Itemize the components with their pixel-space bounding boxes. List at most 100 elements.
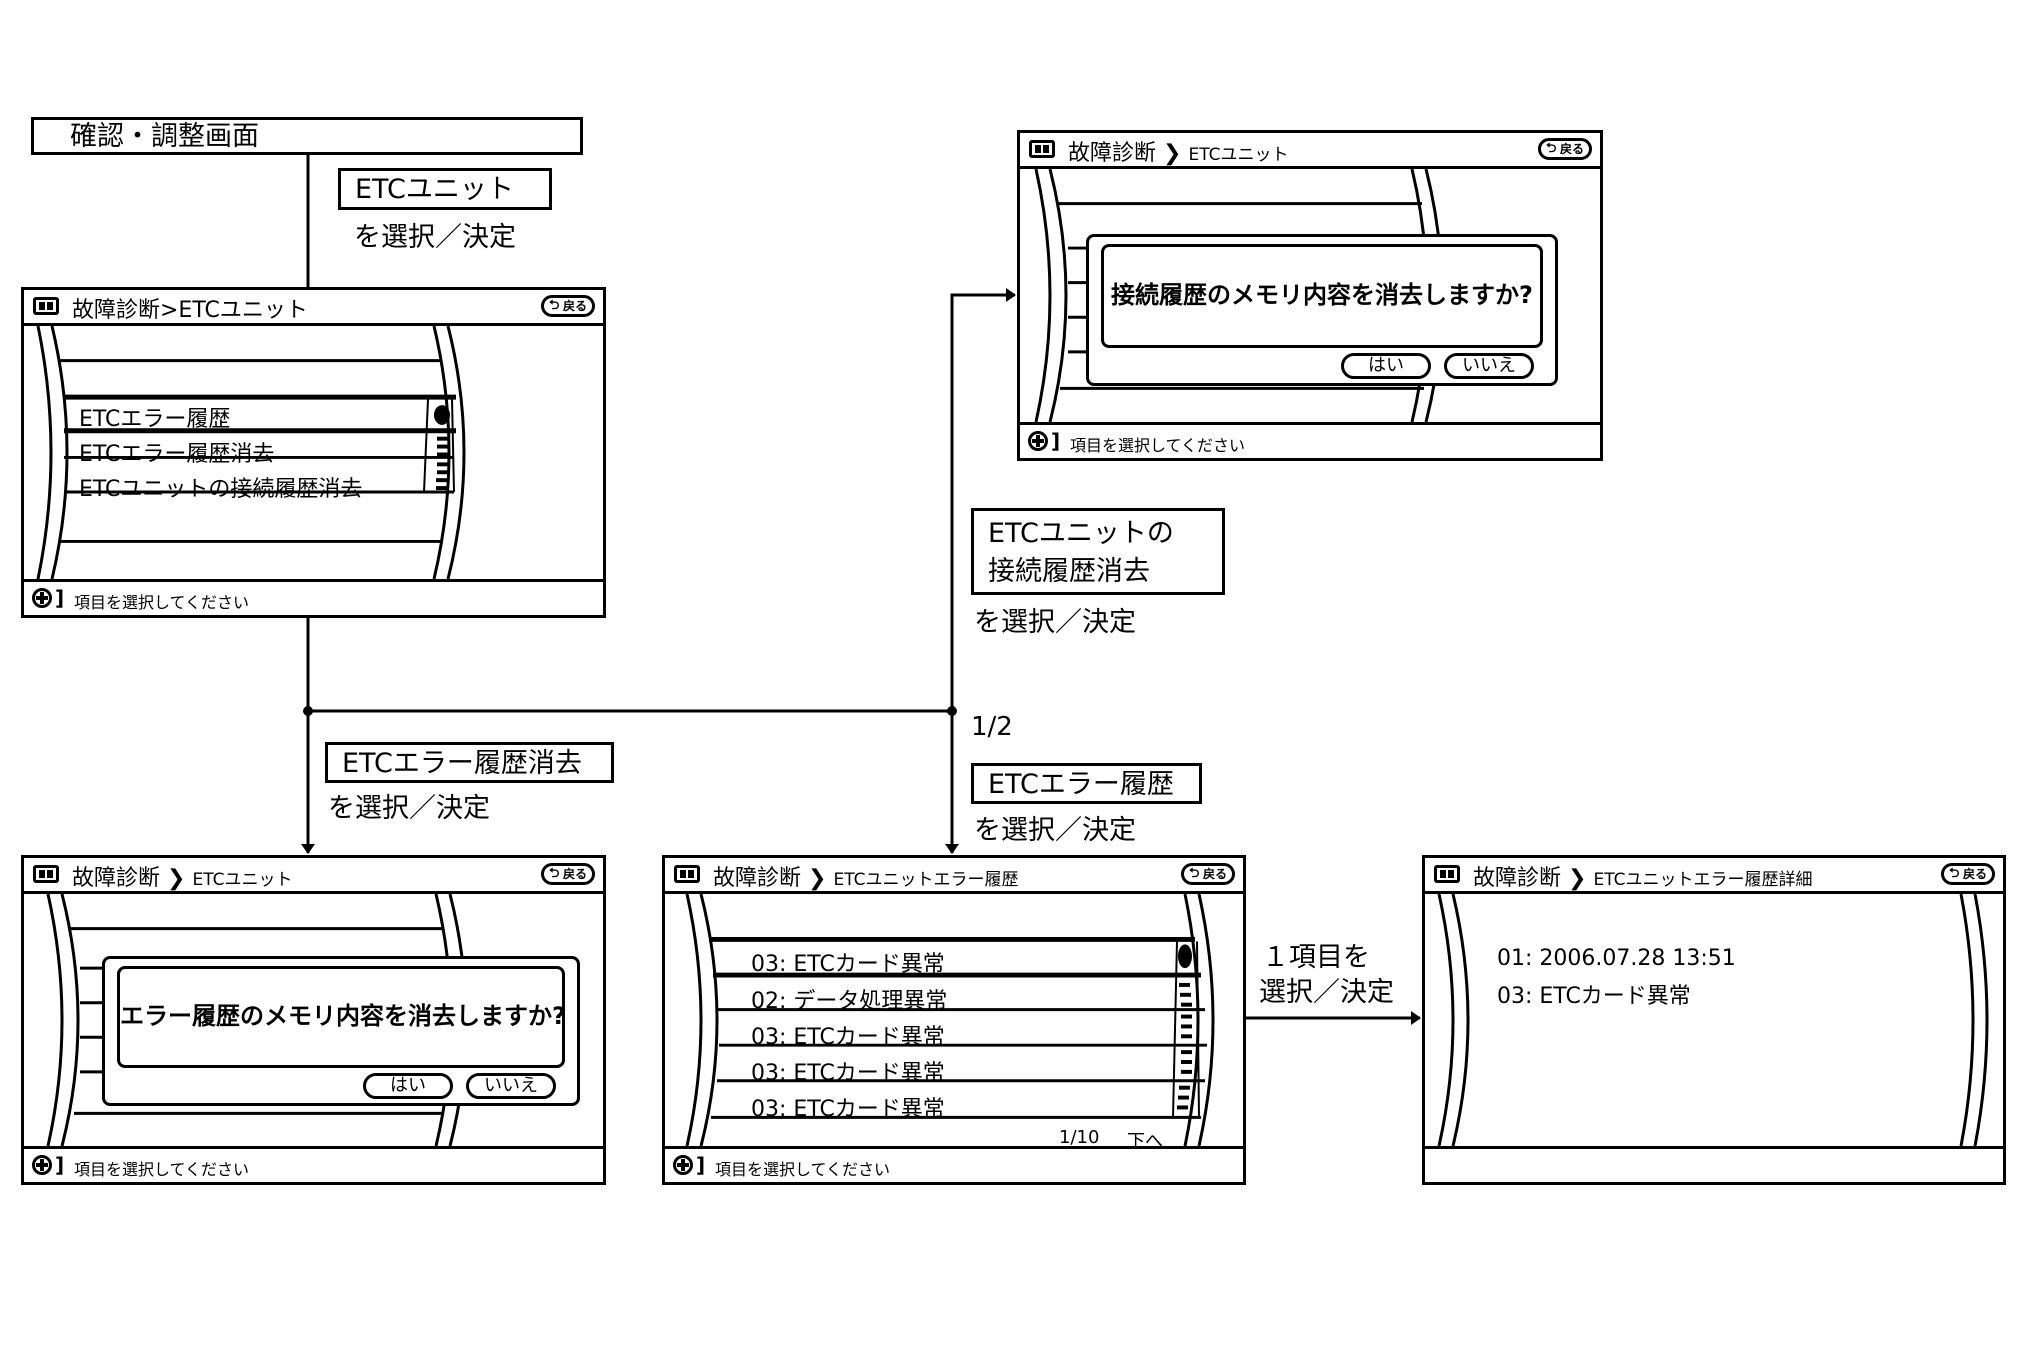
info-icon: [33, 297, 59, 315]
back-button[interactable]: ⮌戻る: [541, 295, 595, 317]
yes-button[interactable]: はい: [363, 1073, 453, 1099]
title-prefix: 故障診断: [1068, 141, 1157, 166]
back-label: 戻る: [562, 299, 587, 313]
back-button[interactable]: ⮌戻る: [1181, 863, 1235, 885]
confirm-dialog: エラー履歴のメモリ内容を消去しますか? はい いいえ: [102, 956, 580, 1106]
no-button[interactable]: いいえ: [466, 1073, 556, 1099]
curved-frame: [1437, 894, 1989, 1146]
detail-timestamp: 01: 2006.07.28 13:51: [1497, 946, 1736, 971]
screen-footer: ] 項目を選択してください: [24, 579, 603, 615]
chevron-right-icon: ❯: [1163, 141, 1182, 166]
step-etc-unit-label: ETCユニット: [338, 168, 552, 210]
step-one-item-line2: 選択／決定: [1259, 977, 1394, 1008]
history-row[interactable]: 03: ETCカード異常: [751, 952, 945, 977]
step-error-history-text: ETCエラー履歴: [988, 769, 1174, 800]
step-clear-connection-label: ETCユニットの 接続履歴消去: [971, 508, 1225, 595]
joystick-icon: [32, 588, 52, 608]
back-button[interactable]: ⮌戻る: [1941, 863, 1995, 885]
footer-hint: 項目を選択してください: [715, 1160, 891, 1179]
menu-item-clear-connection-history[interactable]: ETCユニットの接続履歴消去: [79, 477, 363, 502]
step-clear-connection-line1: ETCユニットの: [988, 518, 1174, 549]
root-screen-label-text: 確認・調整画面: [70, 121, 259, 152]
title-crumb: ETCユニット: [1188, 145, 1289, 165]
screen-etc-unit-menu: 故障診断>ETCユニット ⮌戻る ETCエラー履歴 ETCエラー履歴消去: [21, 287, 606, 618]
footer-hint: 項目を選択してください: [74, 593, 250, 612]
back-button[interactable]: ⮌戻る: [1538, 138, 1592, 160]
return-arrow-icon: ⮌: [1546, 141, 1557, 156]
page-fraction-label: 1/2: [971, 712, 1013, 742]
step-one-item-line1: １項目を: [1262, 942, 1370, 973]
bracket-icon: ]: [55, 586, 65, 610]
screen-title: 故障診断 ❯ ETCユニット: [72, 860, 292, 892]
history-row[interactable]: 03: ETCカード異常: [751, 1061, 945, 1086]
screen-body: エラー履歴のメモリ内容を消去しますか? はい いいえ: [24, 894, 603, 1146]
history-row[interactable]: 02: データ処理異常: [751, 989, 948, 1014]
junction-dot-right: [947, 706, 957, 716]
back-button[interactable]: ⮌戻る: [541, 863, 595, 885]
confirm-message: エラー履歴のメモリ内容を消去しますか?: [120, 1002, 566, 1030]
info-icon: [33, 865, 59, 883]
page-indicator: 1/10: [1059, 1127, 1100, 1148]
screen-header: 故障診断 ❯ ETCユニット ⮌戻る: [24, 858, 603, 894]
footer-hint: 項目を選択してください: [1070, 436, 1246, 455]
connector-to-confirm-connection: [950, 288, 1016, 711]
screen-confirm-clear-error: 故障診断 ❯ ETCユニット ⮌戻る エラー履歴のメモリ内容を消去しますか? は…: [21, 855, 606, 1185]
screen-title: 故障診断>ETCユニット: [72, 298, 308, 323]
step-error-history-action: を選択／決定: [974, 815, 1136, 846]
title-prefix: 故障診断: [72, 866, 161, 891]
step-error-history-label: ETCエラー履歴: [971, 763, 1202, 804]
return-arrow-icon: ⮌: [549, 298, 560, 313]
step-clear-error-text: ETCエラー履歴消去: [342, 748, 582, 779]
screen-footer: ] 項目を選択してください: [665, 1146, 1243, 1182]
title-crumb: ETCユニット: [192, 870, 293, 890]
curved-frame: [36, 326, 466, 579]
bracket-icon: ]: [1051, 429, 1061, 453]
back-label: 戻る: [562, 867, 587, 881]
return-arrow-icon: ⮌: [549, 866, 560, 881]
yes-button[interactable]: はい: [1341, 353, 1431, 379]
back-label: 戻る: [1559, 142, 1584, 156]
curved-frame: [685, 894, 1215, 1146]
bracket-icon: ]: [55, 1153, 65, 1177]
screen-error-history: 故障診断 ❯ ETCユニットエラー履歴 ⮌戻る 03: ET: [662, 855, 1246, 1185]
screen-footer: [1425, 1146, 2003, 1182]
confirm-message-box: 接続履歴のメモリ内容を消去しますか?: [1101, 244, 1543, 348]
screen-header: 故障診断 ❯ ETCユニットエラー履歴詳細 ⮌戻る: [1425, 858, 2003, 894]
screen-footer: ] 項目を選択してください: [24, 1146, 603, 1182]
chevron-right-icon: ❯: [808, 866, 827, 891]
screen-title: 故障診断 ❯ ETCユニットエラー履歴詳細: [1473, 860, 1812, 892]
menu-item-error-history[interactable]: ETCエラー履歴: [79, 407, 231, 432]
joystick-icon: [32, 1155, 52, 1175]
screen-header: 故障診断 ❯ ETCユニット ⮌戻る: [1020, 133, 1600, 169]
step-clear-error-label: ETCエラー履歴消去: [325, 742, 614, 783]
joystick-icon: [1028, 431, 1048, 451]
screen-title: 故障診断 ❯ ETCユニット: [1068, 135, 1288, 167]
chevron-right-icon: ❯: [167, 866, 186, 891]
step-etc-unit-text: ETCユニット: [355, 174, 514, 205]
screen-body: ETCエラー履歴 ETCエラー履歴消去 ETCユニットの接続履歴消去: [24, 326, 603, 579]
back-label: 戻る: [1962, 867, 1987, 881]
chevron-right-icon: ❯: [1568, 866, 1587, 891]
step-etc-unit-action: を選択／決定: [354, 222, 516, 253]
footer-hint: 項目を選択してください: [74, 1160, 250, 1179]
return-arrow-icon: ⮌: [1189, 866, 1200, 881]
step-clear-connection-line2: 接続履歴消去: [988, 556, 1150, 587]
no-button[interactable]: いいえ: [1444, 353, 1534, 379]
step-clear-error-action: を選択／決定: [328, 793, 490, 824]
info-icon: [1029, 140, 1055, 158]
screen-body: 接続履歴のメモリ内容を消去しますか? はい いいえ: [1020, 169, 1600, 422]
back-label: 戻る: [1202, 867, 1227, 881]
screen-header: 故障診断 ❯ ETCユニットエラー履歴 ⮌戻る: [665, 858, 1243, 894]
info-icon: [1434, 865, 1460, 883]
root-screen-label: 確認・調整画面: [31, 117, 583, 155]
screen-title: 故障診断 ❯ ETCユニットエラー履歴: [713, 860, 1018, 892]
return-arrow-icon: ⮌: [1949, 866, 1960, 881]
history-row[interactable]: 03: ETCカード異常: [751, 1097, 945, 1122]
screen-confirm-clear-connection: 故障診断 ❯ ETCユニット ⮌戻る 接続履歴のメモリ内容を消去しますか? はい…: [1017, 130, 1603, 461]
screen-error-detail: 故障診断 ❯ ETCユニットエラー履歴詳細 ⮌戻る 01: 2006.07.28…: [1422, 855, 2006, 1185]
menu-item-clear-error-history[interactable]: ETCエラー履歴消去: [79, 442, 275, 467]
title-prefix: 故障診断: [713, 866, 802, 891]
info-icon: [674, 865, 700, 883]
history-row[interactable]: 03: ETCカード異常: [751, 1025, 945, 1050]
